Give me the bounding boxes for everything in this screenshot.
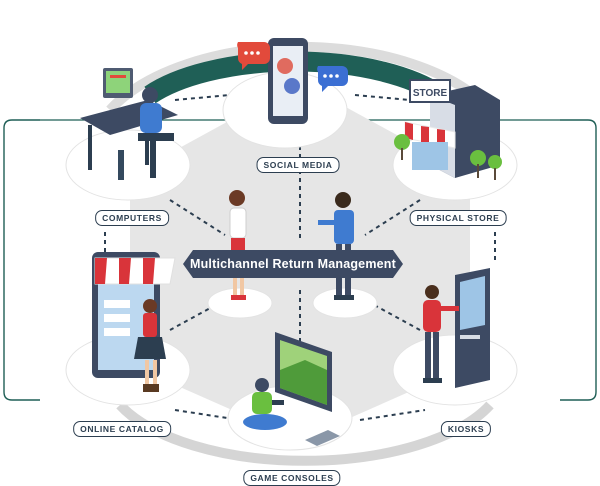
kiosks-illustration bbox=[423, 268, 490, 388]
label-kiosks: KIOSKS bbox=[440, 421, 492, 437]
label-computers: COMPUTERS bbox=[95, 210, 169, 226]
right-frame bbox=[560, 119, 597, 401]
social-media-illustration bbox=[237, 38, 348, 124]
online-catalog-illustration bbox=[92, 252, 176, 392]
center-banner-shape bbox=[183, 250, 403, 278]
computers-illustration bbox=[80, 68, 178, 180]
game-consoles-illustration bbox=[243, 332, 340, 446]
label-game-consoles: GAME CONSOLES bbox=[243, 470, 341, 486]
label-online-catalog: ONLINE CATALOG bbox=[73, 421, 171, 437]
center-banner-label: Multichannel Return Management bbox=[189, 257, 397, 271]
store-sign-text: STORE bbox=[413, 88, 448, 99]
physical-store-illustration bbox=[394, 79, 502, 180]
label-physical-store: PHYSICAL STORE bbox=[409, 210, 507, 226]
left-frame bbox=[3, 119, 40, 401]
label-social-media: SOCIAL MEDIA bbox=[256, 157, 340, 173]
